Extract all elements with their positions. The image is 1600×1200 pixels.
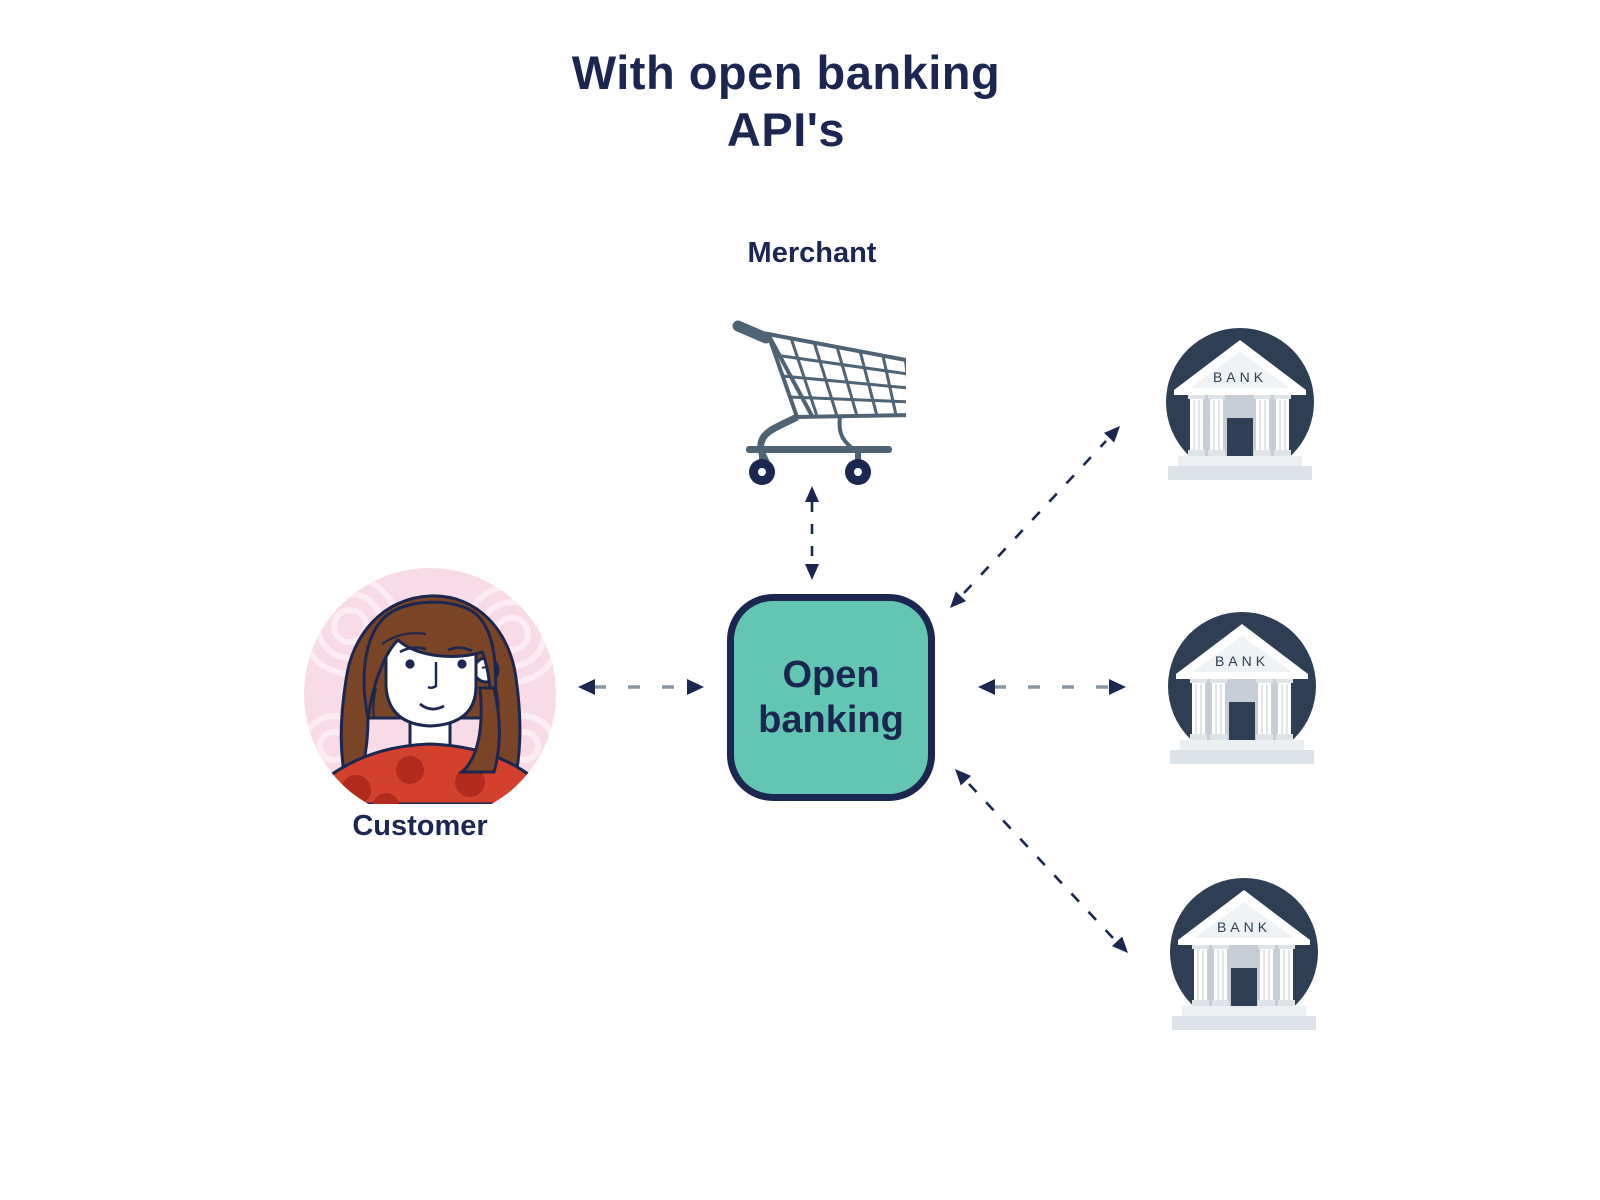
connector-customer-hub xyxy=(578,679,704,695)
open-banking-hub: Open banking xyxy=(727,594,935,801)
bank-icon-middle: BANK xyxy=(1168,612,1316,764)
bank-label: BANK xyxy=(1215,653,1269,669)
shopping-cart-icon xyxy=(732,320,906,485)
hub-label-line2: banking xyxy=(758,698,904,741)
page-title: With open banking API's xyxy=(0,44,1572,159)
customer-avatar xyxy=(304,568,556,804)
page-title-line2: API's xyxy=(726,103,846,157)
page-title-line1: With open banking xyxy=(571,46,1001,99)
bank-label: BANK xyxy=(1213,369,1267,385)
merchant-label: Merchant xyxy=(747,237,877,269)
bank-label: BANK xyxy=(1217,919,1271,935)
connector-hub-bank-middle xyxy=(978,679,1126,695)
bank-icon-bottom: BANK xyxy=(1170,878,1318,1030)
customer-label: Customer xyxy=(352,810,488,842)
hub-label-line1: Open xyxy=(782,653,880,696)
connector-hub-bank-top xyxy=(950,426,1120,608)
connector-hub-bank-bottom xyxy=(955,769,1128,953)
bank-icon-top: BANK xyxy=(1166,328,1314,480)
connector-merchant-hub xyxy=(805,486,819,580)
